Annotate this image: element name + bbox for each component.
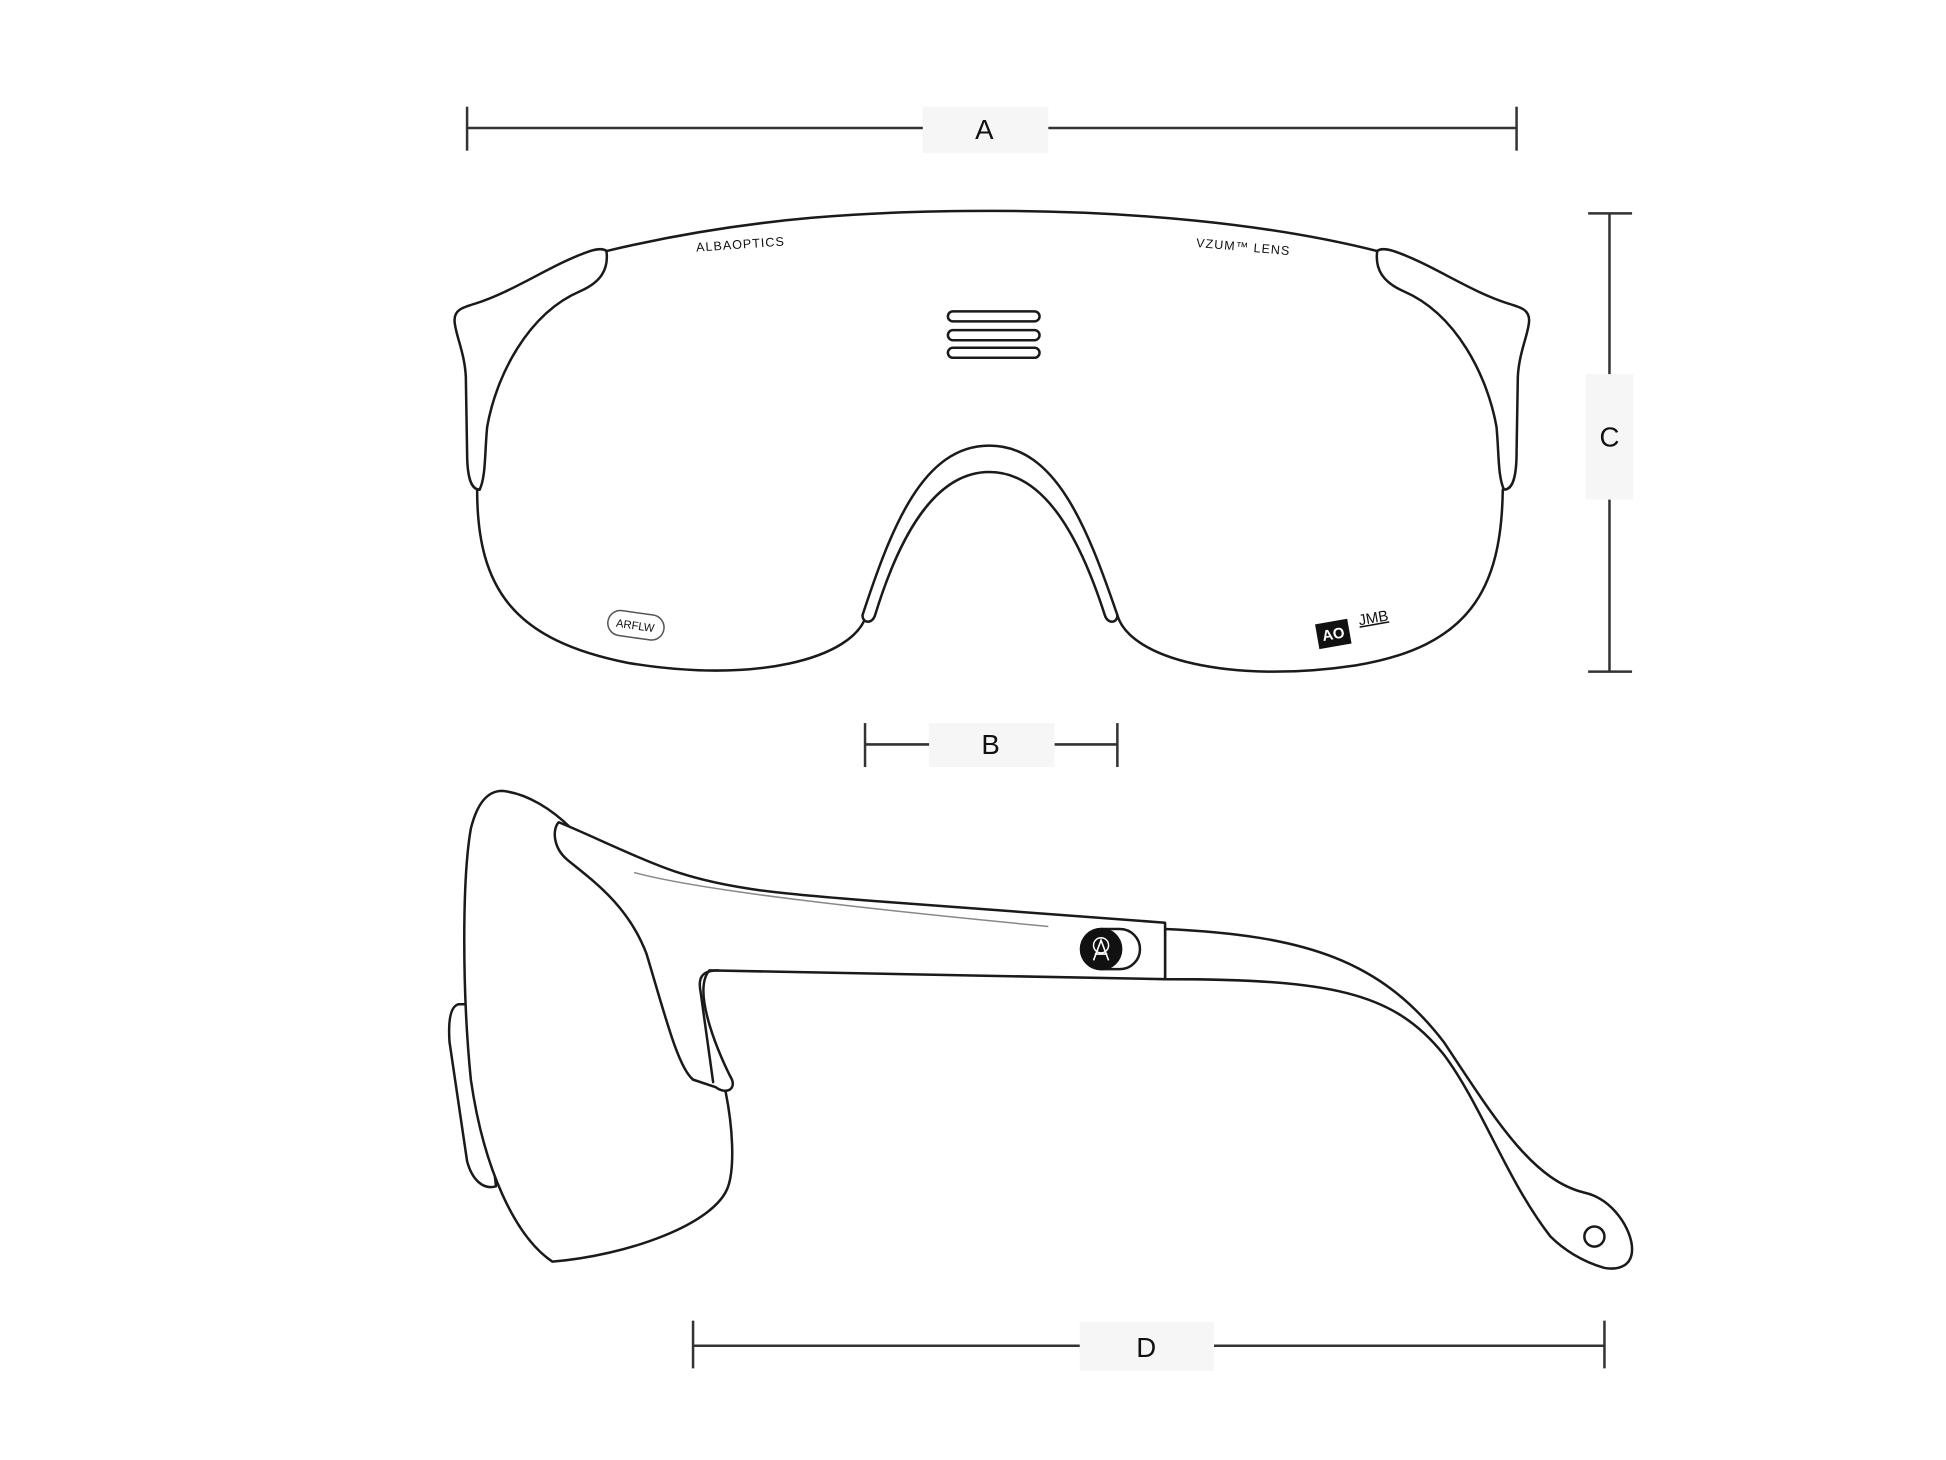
dimension-a-label: A: [975, 114, 994, 145]
dimension-b-label: B: [981, 729, 999, 760]
dimension-a: A: [465, 106, 1518, 154]
temple-arm: [1163, 927, 1634, 1270]
temple-highlight: [633, 871, 1049, 928]
dimension-c-label: C: [1599, 422, 1619, 453]
dimension-d-label: D: [1136, 1332, 1156, 1363]
side-view: [447, 789, 1634, 1270]
ao-logo: AO: [1315, 618, 1352, 650]
temple-front: [553, 821, 1167, 1092]
temple-tip-hole: [1583, 1225, 1606, 1248]
left-temple-piece: [453, 247, 609, 491]
dimension-b: B: [863, 723, 1119, 768]
temple-logo-badge: [1079, 927, 1142, 971]
dimension-c: C: [1585, 212, 1634, 673]
temple-prong: [698, 969, 720, 1084]
nose-bridge: [861, 444, 1119, 623]
brand-text: ALBAOPTICS: [696, 234, 786, 254]
right-temple-piece: [1375, 247, 1531, 491]
lens-text: VZUM™ LENS: [1196, 236, 1291, 258]
vent-slots: [946, 310, 1041, 360]
lens-outline: [475, 209, 1505, 673]
svg-text:AO: AO: [1321, 624, 1346, 645]
front-view: ALBAOPTICS VZUM™ LENS ARFLW AO JMB: [453, 209, 1531, 673]
svg-text:ARFLW: ARFLW: [615, 618, 655, 635]
jmb-logo: JMB: [1357, 607, 1390, 629]
airflow-badge: ARFLW: [607, 609, 665, 641]
dimension-d: D: [691, 1320, 1606, 1371]
